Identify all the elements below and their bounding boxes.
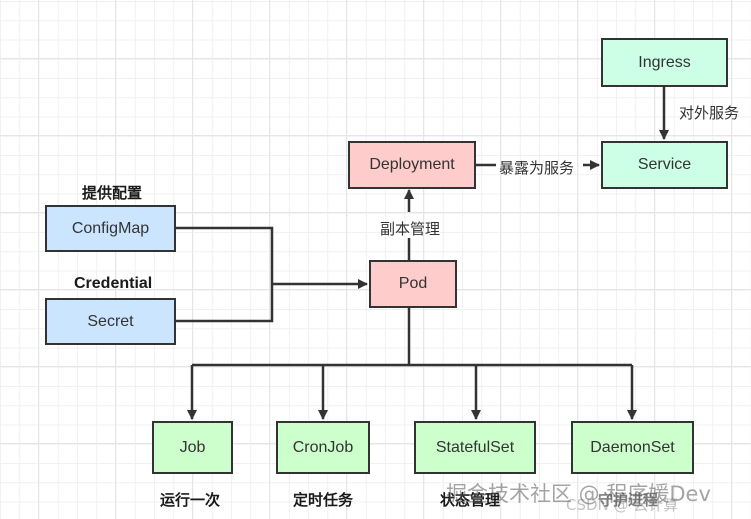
node-pod[interactable]: Pod [369, 260, 457, 308]
node-cronjob[interactable]: CronJob [276, 421, 370, 474]
node-job[interactable]: Job [152, 421, 233, 474]
edge-configmap-bus [175, 226, 274, 323]
node-secret[interactable]: Secret [45, 298, 176, 345]
annotation-job: 运行一次 [160, 491, 221, 509]
node-ingress[interactable]: Ingress [601, 38, 728, 87]
annotation-configmap: 提供配置 [82, 184, 143, 202]
annotation-daemonset: 守护进程 [598, 491, 659, 509]
annotation-cronjob: 定时任务 [293, 491, 354, 509]
node-statefulset[interactable]: StatefulSet [414, 421, 536, 474]
annotation-secret: Credential [74, 275, 153, 292]
node-configmap[interactable]: ConfigMap [45, 205, 176, 252]
node-deployment[interactable]: Deployment [348, 141, 476, 189]
node-daemonset[interactable]: DaemonSet [571, 421, 694, 474]
edge-label-expose-service: 暴露为服务 [499, 159, 575, 177]
watermark-secondary: CSDN @ 云计算 [566, 496, 679, 514]
edge-label-expose-external: 对外服务 [679, 104, 740, 122]
watermark-primary: 掘金技术社区 @ 程序媛Dev [446, 482, 711, 506]
annotation-statefulset: 状态管理 [440, 491, 501, 509]
edge-label-replica-management: 副本管理 [380, 220, 441, 238]
node-service[interactable]: Service [601, 141, 728, 189]
